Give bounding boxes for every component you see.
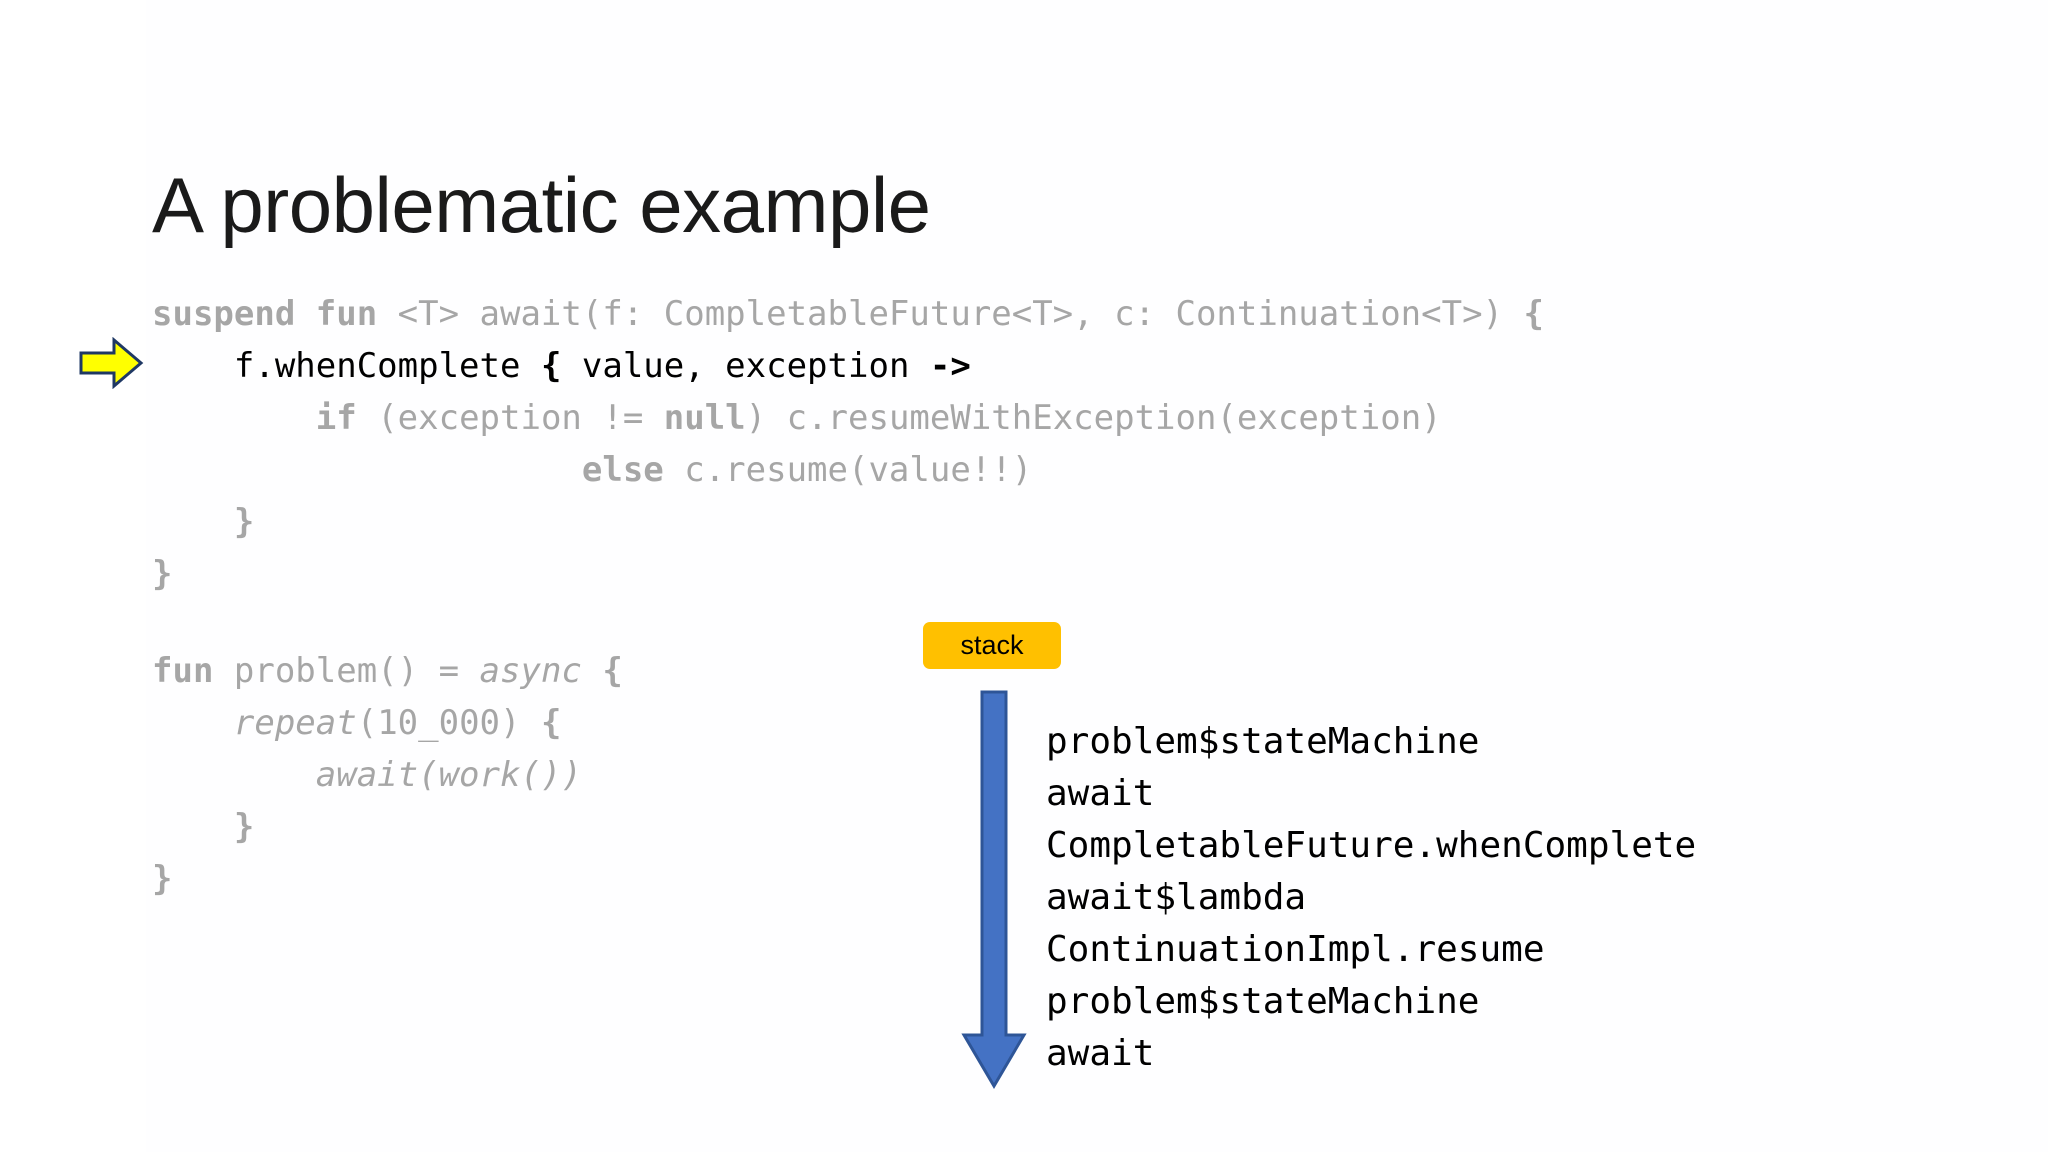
- stack-frame: await: [1046, 1033, 1155, 1074]
- code-token: if: [315, 398, 357, 438]
- right-arrow-icon: [78, 336, 144, 390]
- code-line: fun problem() = async {: [152, 645, 623, 697]
- code-token: ) c.resumeWithException(exception): [745, 398, 1442, 438]
- problem-function-snippet: fun problem() = async { repeat(10_000) {…: [152, 645, 623, 905]
- code-token: c.resume(value!!): [663, 450, 1033, 490]
- code-token: [152, 502, 234, 542]
- code-token: }: [152, 859, 173, 899]
- code-line: repeat(10_000) {: [152, 697, 623, 749]
- code-token: problem() =: [213, 651, 480, 691]
- code-line: }: [152, 801, 623, 853]
- code-token: {: [540, 346, 562, 386]
- code-token: ->: [929, 346, 971, 386]
- code-token: [152, 755, 316, 795]
- stack-frame: problem$stateMachine: [1046, 981, 1480, 1022]
- code-line: }: [152, 496, 1544, 548]
- code-token: (exception !=: [356, 398, 664, 438]
- code-token: (10_000): [356, 703, 541, 743]
- code-token: <T> await(f: CompletableFuture<T>, c: Co…: [377, 294, 1524, 334]
- code-token: }: [233, 502, 255, 542]
- code-line: if (exception != null) c.resumeWithExcep…: [152, 392, 1544, 444]
- code-token: fun: [152, 651, 214, 691]
- code-line: }: [152, 548, 1544, 600]
- stack-badge-label: stack: [960, 630, 1024, 660]
- page-title: A problematic example: [152, 161, 931, 250]
- code-line: f.whenComplete { value, exception ->: [152, 340, 1544, 392]
- code-token: {: [540, 703, 562, 743]
- code-token: {: [1523, 294, 1544, 334]
- code-token: {: [602, 651, 623, 691]
- stack-frame: CompletableFuture.whenComplete: [1046, 825, 1697, 866]
- code-token: value, exception: [561, 346, 930, 386]
- code-token: [152, 703, 234, 743]
- code-token: else: [581, 450, 664, 490]
- code-line: suspend fun <T> await(f: CompletableFutu…: [152, 288, 1544, 340]
- stack-frame: await$lambda: [1046, 877, 1307, 918]
- stack-frame: problem$stateMachine: [1046, 721, 1480, 762]
- code-token: [582, 651, 602, 691]
- code-token: [152, 398, 316, 438]
- stack-frame: await: [1046, 773, 1155, 814]
- code-token: [152, 807, 234, 847]
- await-function-snippet: suspend fun <T> await(f: CompletableFutu…: [152, 288, 1544, 600]
- code-token: await(work()): [315, 755, 582, 795]
- stack-badge: stack: [923, 622, 1061, 669]
- code-line: await(work()): [152, 749, 623, 801]
- code-line: }: [152, 853, 623, 905]
- code-line: else c.resume(value!!): [152, 444, 1544, 496]
- code-token: }: [233, 807, 255, 847]
- code-token: repeat: [233, 703, 357, 743]
- code-token: }: [152, 554, 173, 594]
- down-arrow-icon: [960, 690, 1028, 1090]
- code-token: null: [663, 398, 746, 438]
- code-token: async: [479, 651, 582, 691]
- code-token: [152, 450, 582, 490]
- code-token: suspend fun: [152, 294, 378, 334]
- stack-frame: ContinuationImpl.resume: [1046, 929, 1545, 970]
- code-token: f.whenComplete: [152, 346, 541, 386]
